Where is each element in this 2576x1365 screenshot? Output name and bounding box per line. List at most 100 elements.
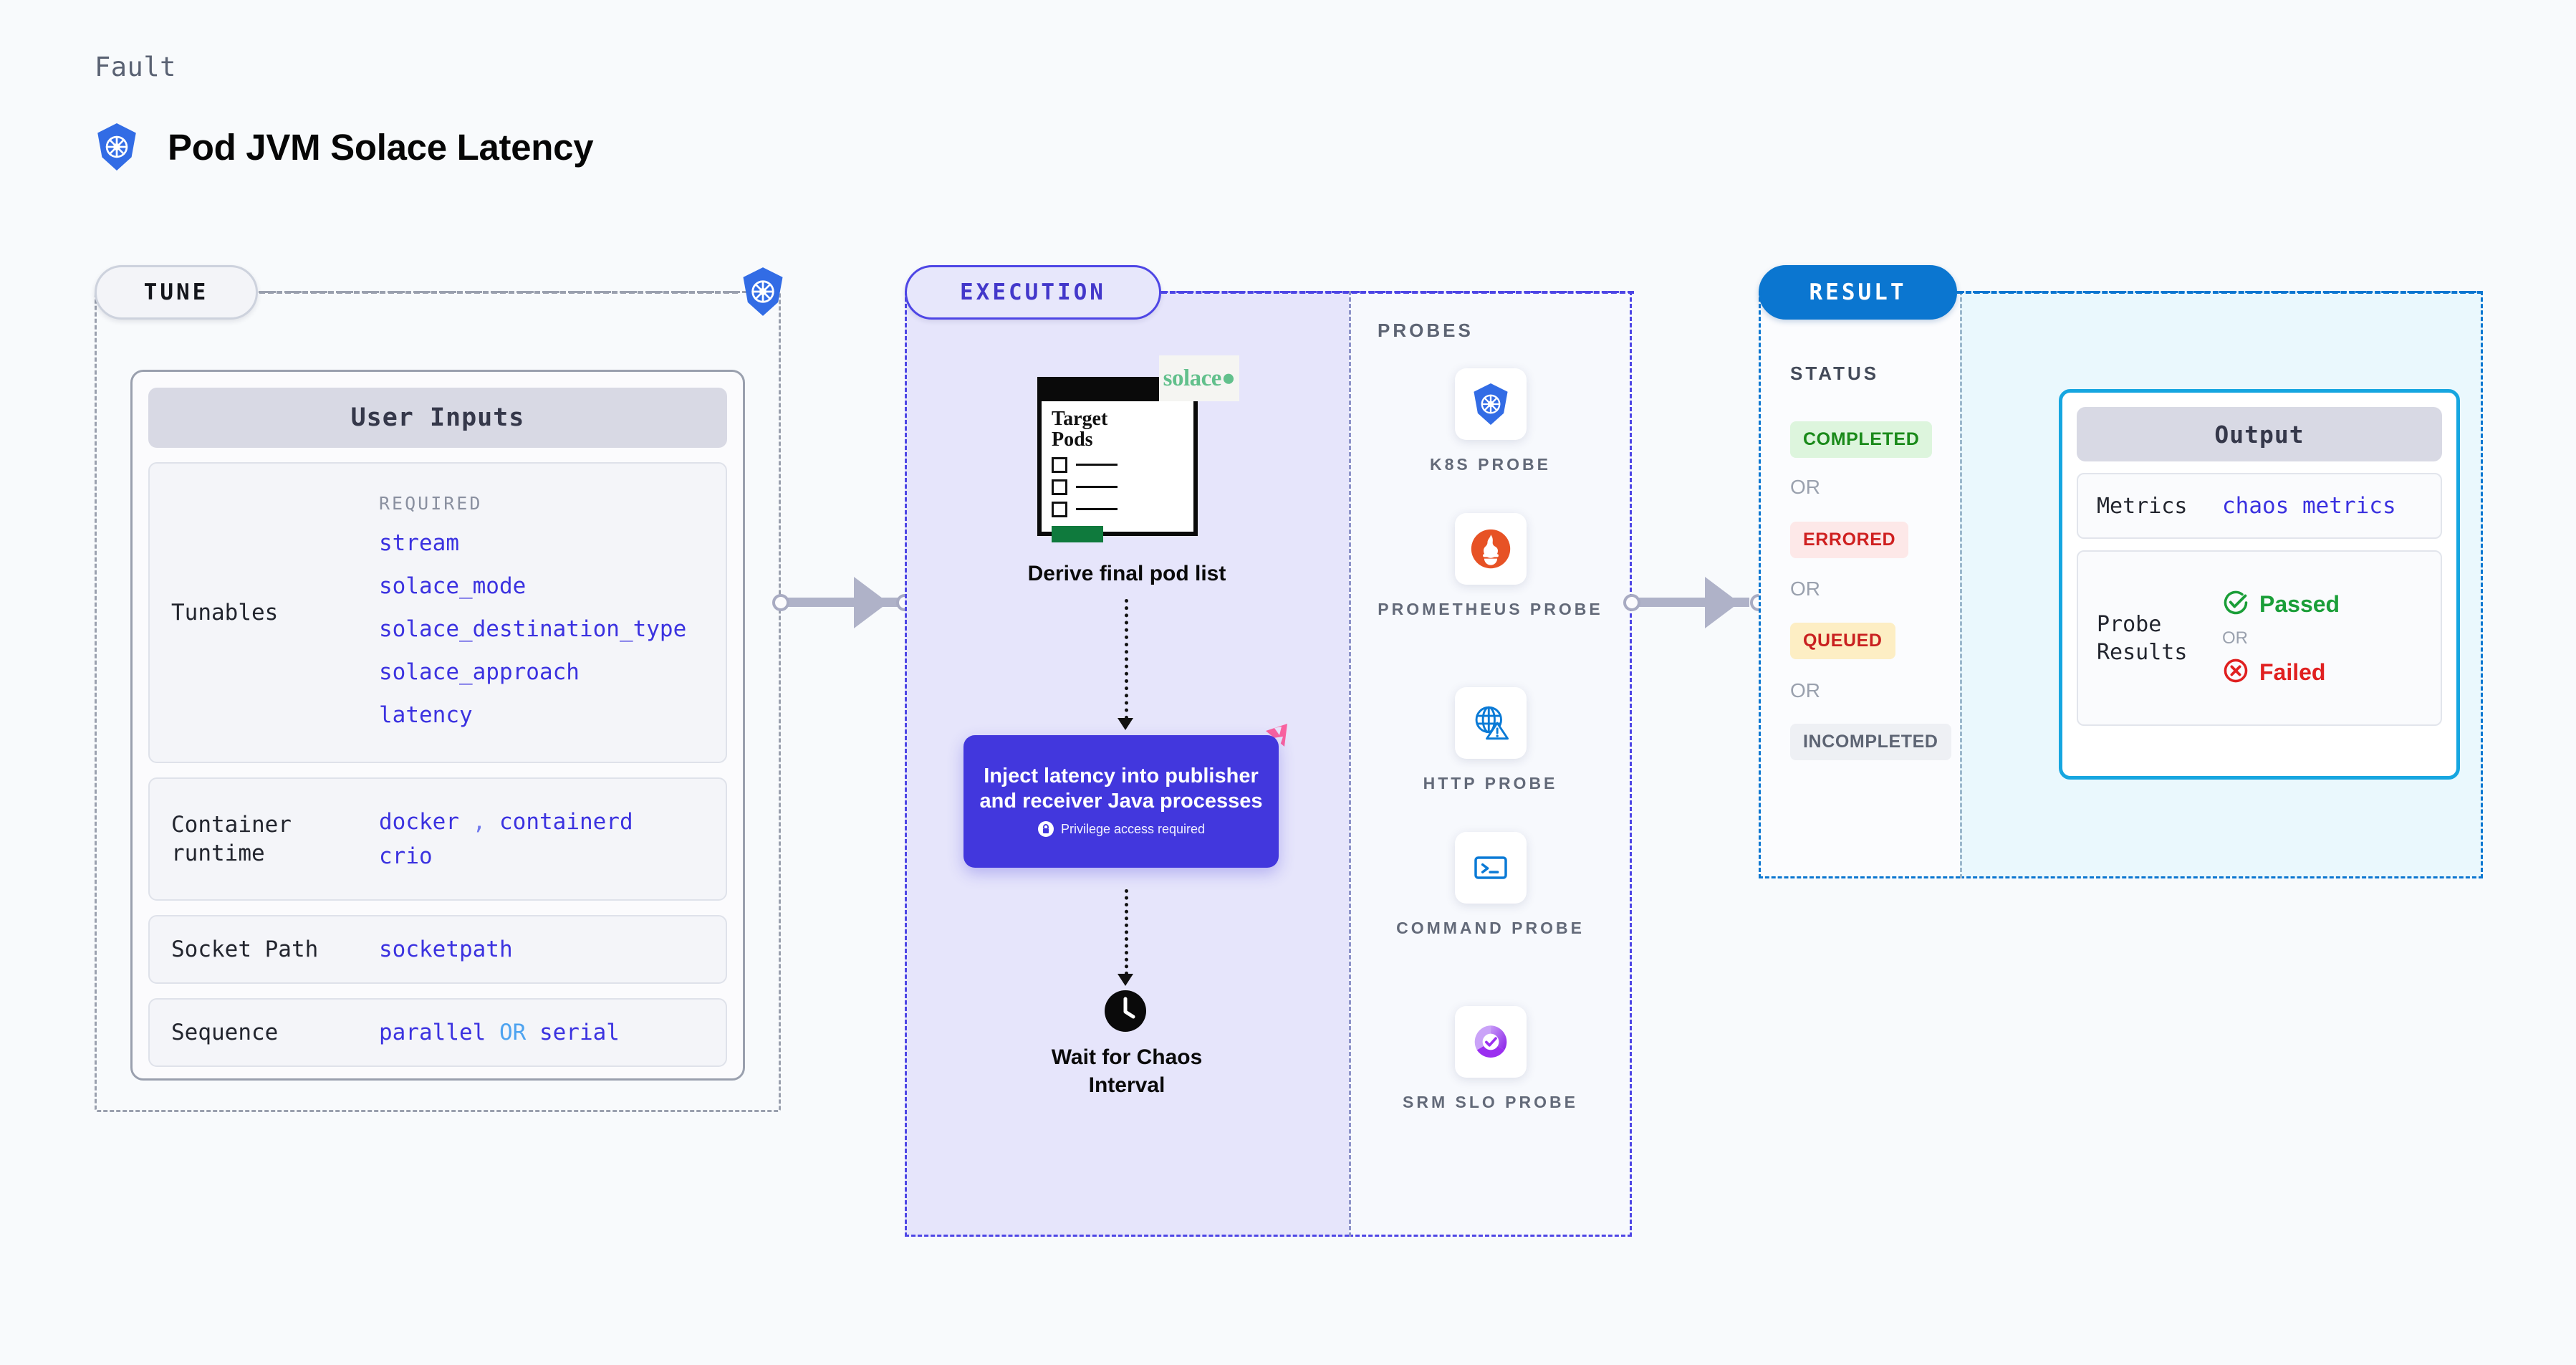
result-pill-connector <box>1957 291 2483 294</box>
checkbox-icon[interactable] <box>1052 479 1067 495</box>
probe-label: HTTP PROBE <box>1423 774 1558 792</box>
probe-http[interactable]: HTTP PROBE <box>1349 687 1632 795</box>
sequence-or: OR <box>499 1019 527 1045</box>
socket-path-row: Socket Path socketpath <box>148 915 727 984</box>
output-title: Output <box>2077 407 2442 461</box>
runtime-docker[interactable]: docker <box>379 808 459 835</box>
page-kicker: Fault <box>95 52 176 82</box>
wait-chaos-caption: Wait for Chaos Interval <box>1051 1045 1203 1097</box>
probe-label: COMMAND PROBE <box>1396 919 1585 937</box>
status-badge: QUEUED <box>1790 623 1895 659</box>
tunable-item[interactable]: solace_approach <box>379 659 580 686</box>
privilege-note-text: Privilege access required <box>1060 821 1206 836</box>
tunable-item[interactable]: latency <box>379 702 473 729</box>
probe-command[interactable]: COMMAND PROBE <box>1349 832 1632 940</box>
pod-list-item <box>1042 456 1193 473</box>
tunable-item[interactable]: stream <box>379 530 459 556</box>
runtime-containerd[interactable]: containerd <box>499 808 633 835</box>
tunable-item[interactable]: solace_destination_type <box>379 616 687 642</box>
tunables-label: Tunables <box>171 599 279 626</box>
inject-latency-card[interactable]: Inject latency into publisher and receiv… <box>963 735 1279 868</box>
socket-path-value[interactable]: socketpath <box>379 936 513 962</box>
execution-content: Target Pods solace● Derive final pod lis… <box>905 291 1349 1237</box>
sequence-label: Sequence <box>171 1019 279 1045</box>
status-badge: COMPLETED <box>1790 421 1933 458</box>
tunables-row: Tunables REQUIRED stream solace_mode sol… <box>148 462 727 763</box>
runtime-comma: , <box>472 808 486 835</box>
pod-line <box>1076 508 1118 511</box>
globe-warning-icon <box>1454 687 1527 759</box>
privilege-note: Privilege access required <box>1037 820 1205 838</box>
status-badge: INCOMPLETED <box>1790 724 1951 760</box>
tunables-values: stream solace_mode solace_destination_ty… <box>379 526 704 732</box>
probe-prometheus[interactable]: PROMETHEUS PROBE <box>1349 513 1632 621</box>
result-region <box>1759 291 1960 878</box>
probe-label: PROMETHEUS PROBE <box>1378 600 1603 618</box>
kubernetes-icon <box>1454 368 1527 440</box>
pod-list-item <box>1042 501 1193 517</box>
tune-pill[interactable]: TUNE <box>95 265 258 320</box>
probe-result-failed: Failed <box>2222 657 2422 688</box>
container-runtime-row: Container runtime docker , containerd cr… <box>148 777 727 901</box>
tunable-item[interactable]: solace_mode <box>379 573 527 599</box>
container-runtime-values: docker , containerd crio <box>379 805 704 873</box>
or-label: OR <box>1790 476 1820 498</box>
probe-result-passed: Passed <box>2222 589 2422 620</box>
prometheus-icon <box>1454 513 1527 585</box>
probes-region <box>1349 291 1632 1237</box>
result-content: STATUS COMPLETED OR ERRORED OR QUEUED OR… <box>1759 291 1960 878</box>
pod-list-item <box>1042 479 1193 495</box>
metrics-value[interactable]: chaos metrics <box>2222 492 2396 519</box>
checkbox-icon[interactable] <box>1052 456 1067 473</box>
passed-label: Passed <box>2259 590 2340 617</box>
x-circle-icon <box>2222 657 2249 688</box>
pod-card-title: Target Pods <box>1052 408 1108 451</box>
check-circle-icon <box>2222 589 2249 620</box>
probe-k8s[interactable]: K8S PROBE <box>1349 368 1632 476</box>
metrics-row: Metrics chaos metrics <box>2077 473 2442 539</box>
sequence-parallel[interactable]: parallel <box>379 1019 486 1045</box>
arrow-head-icon <box>1118 718 1133 730</box>
terminal-icon <box>1454 832 1527 904</box>
pod-progress-bar <box>1052 525 1103 542</box>
probes-heading: PROBES <box>1378 320 1474 341</box>
kubernetes-icon <box>93 122 140 172</box>
pod-line <box>1076 464 1118 466</box>
sequence-serial[interactable]: serial <box>539 1019 620 1045</box>
failed-label: Failed <box>2259 658 2326 685</box>
user-inputs-title: User Inputs <box>148 388 727 448</box>
probe-label: SRM SLO PROBE <box>1403 1093 1578 1111</box>
probe-srm-slo[interactable]: SRM SLO PROBE <box>1349 1006 1632 1114</box>
or-label: OR <box>1790 578 1820 600</box>
probe-label: K8S PROBE <box>1430 455 1551 474</box>
arrow-pods-to-inject <box>1125 599 1128 719</box>
sequence-row: Sequence parallel OR serial <box>148 998 727 1067</box>
chaos-corner-icon <box>1256 721 1292 757</box>
probes-content: PROBES K8S PROBE <box>1349 291 1632 1237</box>
execution-pill[interactable]: EXECUTION <box>905 265 1161 320</box>
arrow-head-icon <box>1118 974 1133 986</box>
sequence-values: parallel OR serial <box>379 1015 704 1050</box>
checkbox-icon[interactable] <box>1052 501 1067 517</box>
status-badge: ERRORED <box>1790 522 1909 558</box>
srm-slo-icon <box>1454 1006 1527 1078</box>
result-pill[interactable]: RESULT <box>1759 265 1957 320</box>
result-divider <box>1960 291 1962 878</box>
status-heading: STATUS <box>1790 363 1880 384</box>
socket-path-label: Socket Path <box>171 936 319 962</box>
solace-logo: solace● <box>1159 355 1239 401</box>
runtime-crio[interactable]: crio <box>379 843 433 869</box>
or-label: OR <box>1790 679 1820 701</box>
probes-divider <box>1349 291 1351 1237</box>
tune-pill-connector <box>259 291 738 294</box>
clock-icon <box>1104 990 1147 1033</box>
lock-icon <box>1037 820 1054 838</box>
metrics-label: Metrics <box>2097 493 2188 519</box>
page-title: Pod JVM Solace Latency <box>168 126 594 168</box>
probe-results-values: Passed OR Failed <box>2222 589 2422 688</box>
or-label: OR <box>2222 628 2248 648</box>
